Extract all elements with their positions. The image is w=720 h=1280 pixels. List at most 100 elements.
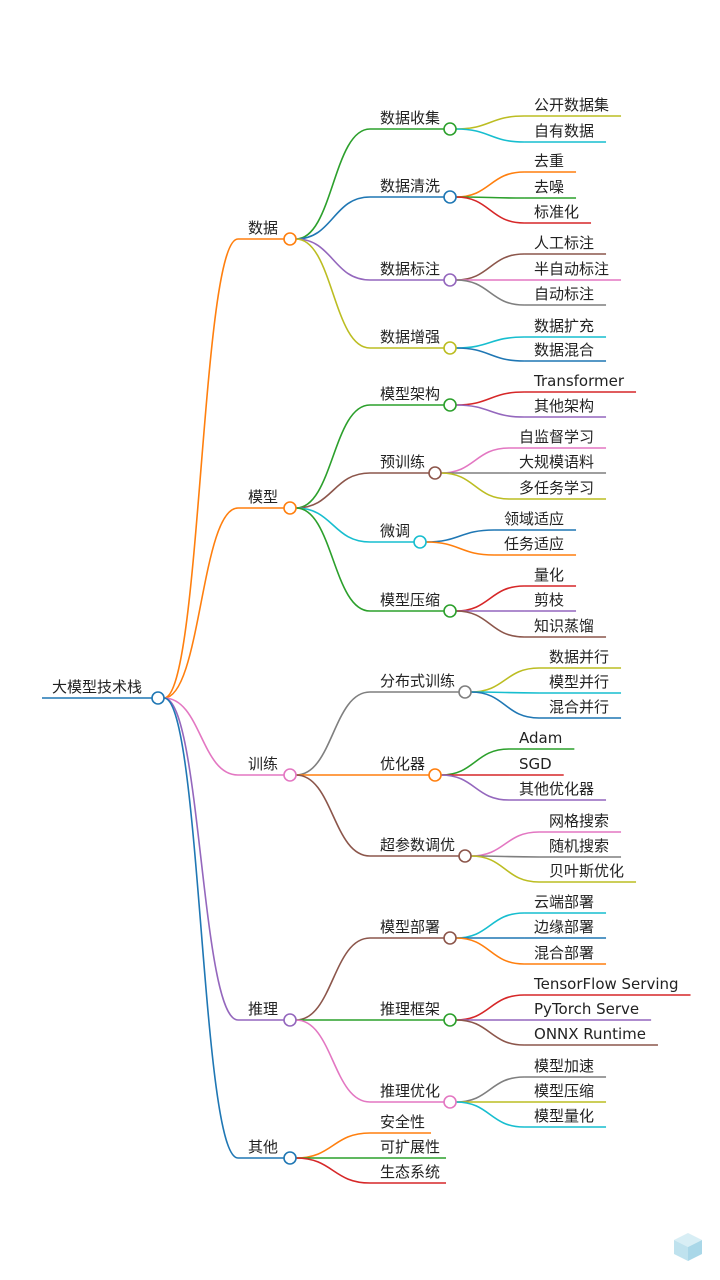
leaf-label-1-1-0: 自监督学习 [519,428,594,446]
sub-label-1-3: 模型压缩 [380,591,440,609]
leaf-link-3-2-0 [456,1076,525,1103]
leaf-label-1-3-1: 剪枝 [534,591,564,609]
branch-label-0: 数据 [248,219,278,237]
sub-label-2-0: 分布式训练 [380,672,455,690]
leaf-link-1-1-0 [441,447,510,474]
sub-label-0-2: 数据标注 [380,260,440,278]
leaf-link-2-0-0 [471,667,540,693]
sub-link-3-0 [295,937,371,1021]
leaf-label-3-2-0: 模型加速 [534,1057,594,1075]
leaf-label-0-1-0: 去重 [534,152,564,170]
leaf-label-0-0-1: 自有数据 [534,122,594,140]
sub-label-1-2: 微调 [380,522,410,540]
leaf-label-3-2-2: 模型量化 [534,1107,594,1125]
sub-node-circle-1-2[interactable] [413,535,427,549]
sub-link-2-2 [295,774,371,857]
sub-node-circle-3-2[interactable] [443,1095,457,1109]
branch-label-1: 模型 [248,488,278,506]
leaf-link-2-1-2 [441,774,510,801]
leaf-label-2-1-0: Adam [519,729,562,747]
leaf-label-0-2-1: 半自动标注 [534,260,609,278]
leaf-label-0-0-0: 公开数据集 [534,96,609,114]
leaf-link-3-1-0 [456,994,525,1021]
leaf-label-0-3-0: 数据扩充 [534,317,594,335]
sub-node-circle-0-1[interactable] [443,190,457,204]
sub-node-circle-3-0[interactable] [443,931,457,945]
sub-label-1-1: 预训练 [380,453,425,471]
sub-link-2-0 [295,691,371,776]
branch-link-0 [163,238,239,699]
leaf-link-3-1-2 [456,1019,525,1046]
sub-node-circle-2-2[interactable] [458,849,472,863]
leaf-label-1-3-2: 知识蒸馏 [534,617,594,635]
sub-node-circle-1-1[interactable] [428,466,442,480]
watermark-logo-icon [674,1233,702,1261]
sub-link-3-2 [295,1019,371,1103]
sub-node-circle-2-1[interactable] [428,768,442,782]
leaf-label-0-1-1: 去噪 [534,178,564,196]
leaf-label-3-0-1: 边缘部署 [534,918,594,936]
leaf-link-1-2-0 [426,529,495,543]
branch-node-circle-3[interactable] [283,1013,297,1027]
sub-label-0-1: 数据清洗 [380,177,440,195]
leaf-label-1-2-0: 领域适应 [504,510,564,528]
sub-node-circle-0-0[interactable] [443,122,457,136]
sub-link-1-1 [295,472,371,509]
branch-link-3 [163,697,239,1021]
sub-node-circle-2-0[interactable] [458,685,472,699]
leaf-label-3-0-2: 混合部署 [534,944,594,962]
branch-node-circle-2[interactable] [283,768,297,782]
leaf-label-2-0-2: 混合并行 [549,698,609,716]
leaf-link-0-2-0 [456,253,525,281]
sub-link-0-1 [295,196,371,240]
leaf-label-0-2-2: 自动标注 [534,285,594,303]
mindmap-nodes: 大模型技术栈数据数据收集公开数据集自有数据数据清洗去重去噪标准化数据标注人工标注… [52,96,679,1181]
leaf-link-1-0-1 [456,404,525,418]
leaf-label-2-2-0: 网格搜索 [549,812,609,830]
sub-node-circle-1-3[interactable] [443,604,457,618]
sub-link-0-0 [295,128,371,240]
branch-node-circle-0[interactable] [283,232,297,246]
leaf-label-0-3-1: 数据混合 [534,341,594,359]
sub-node-circle-0-2[interactable] [443,273,457,287]
leaf-label-4-1: 可扩展性 [380,1138,440,1156]
sub-link-1-0 [295,404,371,509]
leaf-link-1-3-2 [456,610,525,638]
branch-link-1 [163,507,239,699]
leaf-label-1-0-0: Transformer [533,372,625,390]
leaf-link-3-0-0 [456,912,525,939]
branch-node-circle-4[interactable] [283,1151,297,1165]
leaf-link-0-0-1 [456,128,525,143]
root-node-circle[interactable] [151,691,165,705]
leaf-link-1-1-2 [441,472,510,500]
sub-node-circle-1-0[interactable] [443,398,457,412]
leaf-label-3-1-1: PyTorch Serve [534,1000,639,1018]
sub-label-3-0: 模型部署 [380,918,440,936]
leaf-link-0-1-0 [456,171,525,198]
leaf-link-3-0-2 [456,937,525,965]
sub-node-circle-3-1[interactable] [443,1013,457,1027]
leaf-link-1-3-0 [456,585,525,612]
leaf-link-3-2-2 [456,1101,525,1128]
branch-link-4 [163,697,239,1159]
leaf-label-1-0-1: 其他架构 [534,397,594,415]
sub-node-circle-0-3[interactable] [443,341,457,355]
sub-link-1-2 [295,507,371,543]
leaf-link-0-3-1 [456,347,525,362]
sub-link-0-2 [295,238,371,281]
branch-link-2 [163,697,239,776]
sub-label-2-2: 超参数调优 [380,836,455,854]
branch-label-4: 其他 [248,1138,278,1156]
sub-label-0-3: 数据增强 [380,328,440,346]
sub-label-0-0: 数据收集 [380,109,440,127]
sub-link-1-3 [295,507,371,612]
leaf-link-2-2-0 [471,831,540,857]
leaf-label-3-1-2: ONNX Runtime [534,1025,646,1043]
leaf-label-3-1-0: TensorFlow Serving [533,975,679,993]
mindmap-links [42,115,691,1184]
root-node-label: 大模型技术栈 [52,678,142,696]
branch-node-circle-1[interactable] [283,501,297,515]
leaf-label-2-0-0: 数据并行 [549,648,609,666]
leaf-link-2-2-2 [471,855,540,883]
